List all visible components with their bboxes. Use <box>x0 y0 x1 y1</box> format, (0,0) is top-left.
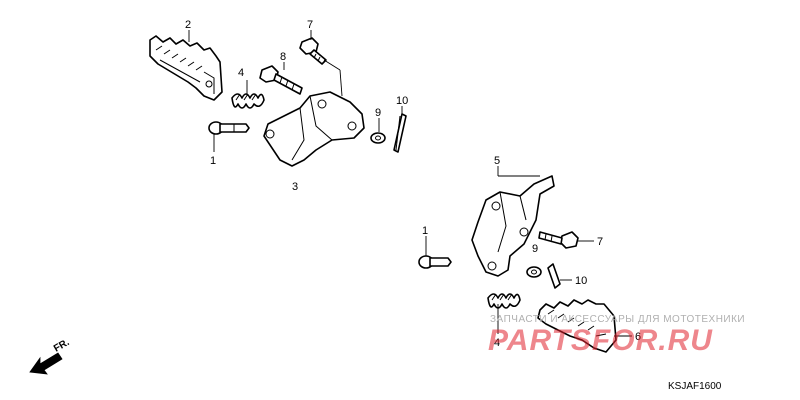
bolt-8 <box>259 65 303 95</box>
callout-4-upper: 4 <box>238 67 244 79</box>
callout-7-lower: 7 <box>597 236 603 248</box>
bolt-7-upper <box>299 37 327 65</box>
spring-upper <box>231 93 265 109</box>
spring-lower <box>487 293 521 309</box>
footpeg-lower <box>537 299 617 353</box>
leaders-upper <box>188 30 403 152</box>
callout-10-upper: 10 <box>396 95 408 107</box>
callout-9-lower: 9 <box>532 243 538 255</box>
washer-lower <box>526 266 542 278</box>
callout-9-upper: 9 <box>375 107 381 119</box>
watermark: ЗАПЧАСТИ И АКСЕССУАРЫ ДЛЯ МОТОТЕХНИКИ PA… <box>488 314 745 357</box>
callout-3: 3 <box>292 181 298 193</box>
diagram-code: KSJAF1600 <box>668 381 722 392</box>
bracket-lower <box>471 175 555 277</box>
front-direction-arrow: FR. <box>29 337 72 375</box>
cotter-pin-lower <box>547 263 561 289</box>
callout-1-lower: 1 <box>422 225 428 237</box>
washer-upper <box>370 132 386 144</box>
callout-6: 6 <box>635 331 641 343</box>
callout-8: 8 <box>280 51 286 63</box>
callout-4-lower: 4 <box>494 337 500 349</box>
watermark-tagline: ЗАПЧАСТИ И АКСЕССУАРЫ ДЛЯ МОТОТЕХНИКИ <box>490 314 745 325</box>
pin-upper <box>208 121 250 135</box>
cotter-pin-upper <box>393 113 407 153</box>
callout-5: 5 <box>494 155 500 167</box>
pin-lower <box>418 255 452 269</box>
callout-1-upper: 1 <box>210 155 216 167</box>
leaders-lower <box>425 166 632 337</box>
bracket-upper <box>263 91 365 167</box>
callout-7-upper: 7 <box>307 19 313 31</box>
direction-label: FR. <box>52 337 72 355</box>
callout-10-lower: 10 <box>575 275 587 287</box>
watermark-brand: PARTSFOR.RU <box>488 324 713 357</box>
footpeg-upper <box>149 35 223 101</box>
bolt-7-lower <box>538 231 579 249</box>
callout-2-upper: 2 <box>185 19 191 31</box>
